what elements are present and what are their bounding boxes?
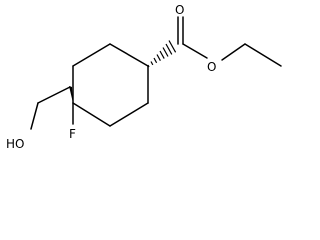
ester-bond xyxy=(182,43,208,59)
hashed-wedge-bond xyxy=(147,40,177,68)
ethyl-bond xyxy=(221,43,246,61)
ester-oxygen-label: O xyxy=(207,60,216,74)
ethyl-bond xyxy=(244,43,282,67)
ring-bond xyxy=(109,102,149,127)
structure-canvas: O O HO F xyxy=(6,3,282,151)
carbonyl-oxygen-label: O xyxy=(175,3,184,17)
ring-bond xyxy=(72,43,111,67)
hydroxyl-label: HO xyxy=(6,137,24,151)
ring-bond xyxy=(109,43,149,67)
hydroxymethyl-bond xyxy=(37,86,71,104)
fluorine-label: F xyxy=(69,127,76,141)
ring-bond xyxy=(72,102,111,127)
hydroxyl-bond xyxy=(30,102,39,130)
bold-wedge-bond xyxy=(69,86,73,103)
